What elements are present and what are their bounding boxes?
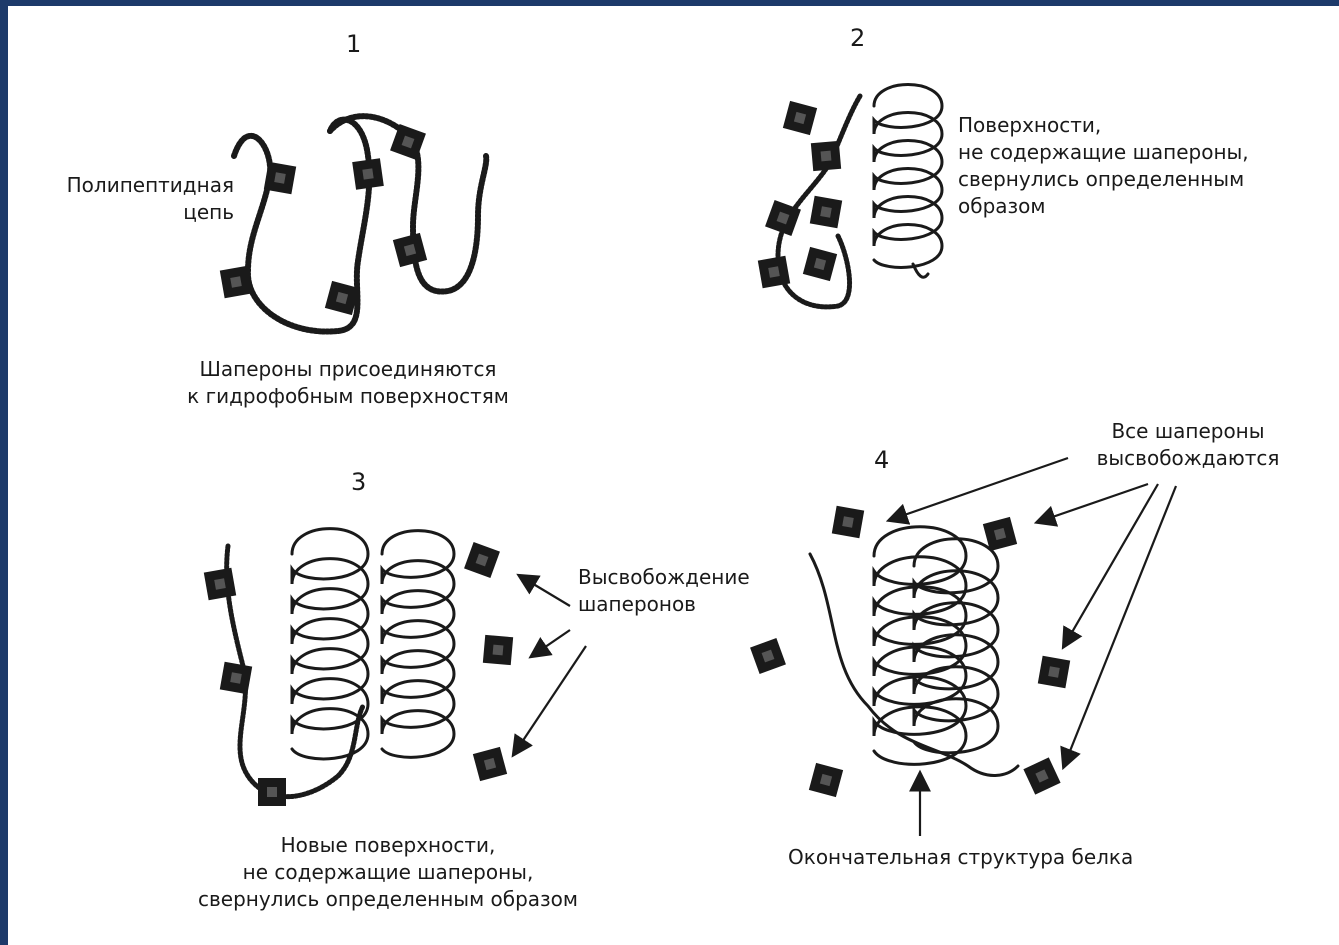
- chaperone-mark: [842, 516, 854, 528]
- caption-3-line-2: не содержащие шапероны,: [128, 859, 648, 886]
- caption-3-line-1: Новые поверхности,: [128, 832, 648, 859]
- release-arrow: [514, 646, 586, 754]
- chaperone-mark: [821, 151, 832, 162]
- panel-4-number: 4: [874, 444, 889, 476]
- release-arrow: [890, 458, 1068, 520]
- release-label-line-1: Высвобождение: [578, 564, 750, 591]
- chaperone-mark: [820, 206, 832, 218]
- chaperone-mark: [768, 266, 780, 278]
- panel-4-chaperone: [1038, 656, 1070, 688]
- panel-1-number: 1: [346, 28, 361, 60]
- polypeptide-chain-label: Полипептидная цепь: [22, 172, 234, 226]
- release-label-line-2: шаперонов: [578, 591, 750, 618]
- panel-2-caption: Поверхности, не содержащие шапероны, све…: [958, 112, 1249, 220]
- panel-3-number: 3: [351, 466, 366, 498]
- release-all-line-1: Все шапероны: [1048, 418, 1328, 445]
- diagram-canvas: 1 2 3 4 Полипептидная цепь Шапероны прис…: [8, 6, 1339, 945]
- panel-3-chaperone: [464, 542, 500, 578]
- chaperone-mark: [267, 787, 277, 797]
- release-arrow: [1038, 484, 1148, 522]
- panel-2-chaperone: [803, 247, 837, 281]
- release-arrow: [520, 576, 570, 606]
- caption-2-line-4: образом: [958, 193, 1249, 220]
- panel-1-chaperone: [352, 158, 384, 190]
- panel-3-caption: Новые поверхности, не содержащие шаперон…: [128, 832, 648, 913]
- panel-3-chaperone: [258, 778, 286, 806]
- chain-label-line-2: цепь: [22, 199, 234, 226]
- panel-3-chaperone: [473, 747, 507, 781]
- caption-2-line-1: Поверхности,: [958, 112, 1249, 139]
- release-arrow: [1064, 486, 1176, 766]
- panel-1-chaperone: [220, 266, 252, 298]
- caption-3-line-3: свернулись определенным образом: [128, 886, 648, 913]
- panel-4-chaperone: [809, 763, 843, 797]
- panel-2-chaperone: [810, 196, 842, 228]
- panel-2-number: 2: [850, 22, 865, 54]
- caption-1-line-1: Шапероны присоединяются: [128, 356, 568, 383]
- chain-label-line-1: Полипептидная: [22, 172, 234, 199]
- caption-1-line-2: к гидрофобным поверхностям: [128, 383, 568, 410]
- panel-4-chaperone: [832, 506, 864, 538]
- panel-2-chaperone: [811, 141, 841, 171]
- release-arrow: [532, 630, 570, 656]
- panel-1-caption: Шапероны присоединяются к гидрофобным по…: [128, 356, 568, 410]
- panel-3-chaperone: [220, 662, 252, 694]
- chaperone-mark: [214, 578, 226, 590]
- panel-4-chaperone: [1023, 757, 1060, 794]
- caption-2-line-2: не содержащие шапероны,: [958, 139, 1249, 166]
- panel-1-chaperone: [325, 281, 359, 315]
- panel-1-chaperone: [393, 233, 427, 267]
- chaperone-mark: [362, 168, 373, 179]
- chaperone-mark: [230, 672, 242, 684]
- caption-2-line-3: свернулись определенным: [958, 166, 1249, 193]
- all-chaperones-released-label: Все шапероны высвобождаются: [1048, 418, 1328, 472]
- panel-4-chaperone: [750, 638, 786, 674]
- panel-3-chaperone: [483, 635, 513, 665]
- panel-1-chaperone: [264, 162, 296, 194]
- release-all-line-2: высвобождаются: [1048, 445, 1328, 472]
- chaperone-mark: [1048, 666, 1060, 678]
- chaperone-mark: [274, 172, 286, 184]
- panel-2-coil: [874, 85, 942, 268]
- chaperone-release-label: Высвобождение шаперонов: [578, 564, 750, 618]
- chaperone-mark: [493, 645, 504, 656]
- panel-2-chaperone: [783, 101, 817, 135]
- panel-3-coil-right: [382, 531, 454, 758]
- chaperone-mark: [230, 276, 242, 288]
- panel-3-chaperone: [204, 568, 236, 600]
- panel-2-chaperone: [758, 256, 790, 288]
- final-protein-structure-label: Окончательная структура белка: [788, 844, 1133, 871]
